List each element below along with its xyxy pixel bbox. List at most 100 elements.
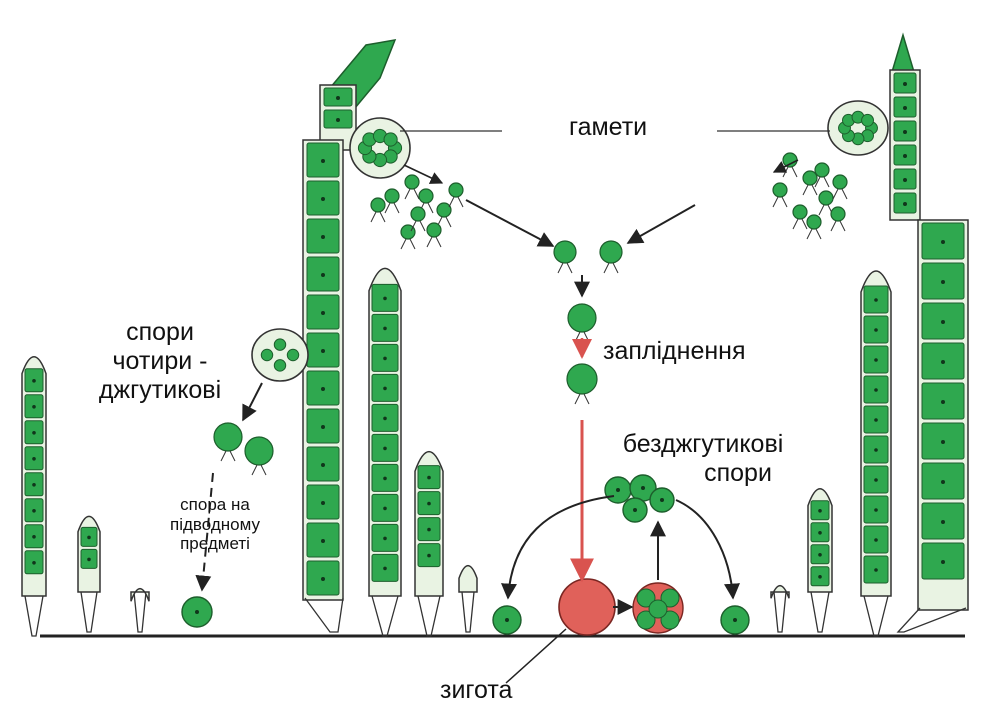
arrow-curve-left [501, 495, 615, 600]
label-fertilization: запліднення [603, 337, 746, 365]
swimmer-body [782, 152, 798, 168]
swimmer-body [370, 197, 386, 213]
swimmer-body [806, 214, 822, 230]
gamete-right-2 [818, 190, 834, 216]
label-spore-on-object: спора на підводному предметі [150, 495, 280, 554]
cell-nucleus [941, 400, 945, 404]
swimmer-flagella [410, 220, 426, 232]
cell-nucleus [32, 379, 36, 383]
cell-nucleus [336, 96, 340, 100]
gamete-right-8 [806, 214, 822, 240]
cell-nucleus [660, 498, 664, 502]
right-giant-upper [889, 69, 921, 221]
cell-nucleus [32, 509, 36, 513]
cell-nucleus [383, 506, 387, 511]
swimmer-flagella [251, 464, 267, 476]
gamete-left-2 [436, 202, 452, 228]
germinating-spore-right [720, 605, 750, 635]
gamete-right-5 [814, 162, 830, 188]
cell-nucleus [818, 553, 822, 557]
cell-nucleus [383, 446, 387, 451]
gamete-right-1 [802, 170, 818, 196]
cell-nucleus [32, 561, 36, 565]
filament-7 [770, 584, 790, 633]
swimmer-body [814, 162, 830, 178]
cell-nucleus [383, 536, 387, 541]
swimmer-body [244, 436, 274, 466]
label-spore-obj-line2: підводному [170, 514, 260, 534]
swimmer-body [436, 202, 452, 218]
sac-cell [260, 348, 274, 362]
cell-nucleus [874, 568, 878, 572]
swimmer-flagella [772, 196, 788, 208]
filament-4 [368, 267, 402, 637]
cell-nucleus [321, 463, 325, 467]
cell-nucleus [321, 159, 325, 163]
label-spores-line3: джгутикові [98, 375, 222, 404]
cell-nucleus [941, 360, 945, 364]
swimmer-flagella [782, 166, 798, 178]
cell-nucleus [427, 475, 431, 480]
fusing-gamete-left [553, 240, 577, 274]
cell-nucleus [336, 118, 340, 122]
tall-filaments-group [302, 32, 969, 633]
swimmer-flagella [814, 176, 830, 188]
cell-nucleus [874, 508, 878, 512]
swimmer-body [818, 190, 834, 206]
left-gametangium [349, 117, 411, 179]
cell-nucleus [733, 618, 737, 622]
gamete-left-4 [400, 224, 416, 250]
arrow-gametes-right [626, 204, 696, 244]
cell-nucleus [874, 298, 878, 302]
swimmer-body [792, 204, 808, 220]
zygote-tetrad [632, 582, 684, 634]
filament-holdfast [863, 595, 889, 637]
swimmer-flagella [220, 450, 236, 462]
swimmer-body [410, 206, 426, 222]
swimmer-flagella [806, 228, 822, 240]
tetrad-cell-2 [636, 610, 656, 630]
swimmer-flagella [832, 188, 848, 200]
cell-nucleus [903, 130, 907, 134]
label-spore-obj-line3: предметі [180, 534, 250, 554]
cell-nucleus [32, 535, 36, 539]
cell-nucleus [321, 349, 325, 353]
cell-nucleus [87, 557, 91, 562]
swimmer-flagella [603, 262, 619, 274]
label-spores-line1: спори [126, 318, 194, 346]
zoosporangium [251, 328, 309, 382]
swimmer-body [426, 222, 442, 238]
sac-cell [383, 132, 398, 147]
tetrad-cell-3 [660, 610, 680, 630]
cell-nucleus [903, 106, 907, 110]
gamete-right-4 [830, 206, 846, 232]
planozygote [566, 363, 598, 405]
cell-nucleus [874, 418, 878, 422]
tetrad-cell-4 [648, 599, 668, 619]
cell-nucleus [321, 235, 325, 239]
swimmer-body [404, 174, 420, 190]
cell-nucleus [383, 356, 387, 361]
zoospore-2 [244, 436, 274, 476]
filament-holdfast [773, 591, 787, 633]
cell-nucleus [195, 610, 199, 614]
filament-wall [770, 584, 790, 599]
filament-holdfast [80, 591, 98, 633]
cell-nucleus [321, 273, 325, 277]
gamete-left-7 [384, 188, 400, 214]
gamete-right-0 [782, 152, 798, 178]
cell-nucleus [427, 527, 431, 532]
label-nonflag-line2: спори [704, 458, 772, 487]
left-giant-lower [302, 139, 344, 601]
cell-nucleus [941, 520, 945, 524]
cell-nucleus [874, 328, 878, 332]
settled-spore [181, 596, 213, 628]
right-giant-lower [917, 219, 969, 611]
gamete-left-6 [448, 182, 464, 208]
arrow-gametes-left [465, 199, 555, 247]
filament-holdfast [810, 591, 830, 633]
swimmer-flagella [404, 188, 420, 200]
cell-nucleus [941, 480, 945, 484]
zoospore-1 [213, 422, 243, 462]
